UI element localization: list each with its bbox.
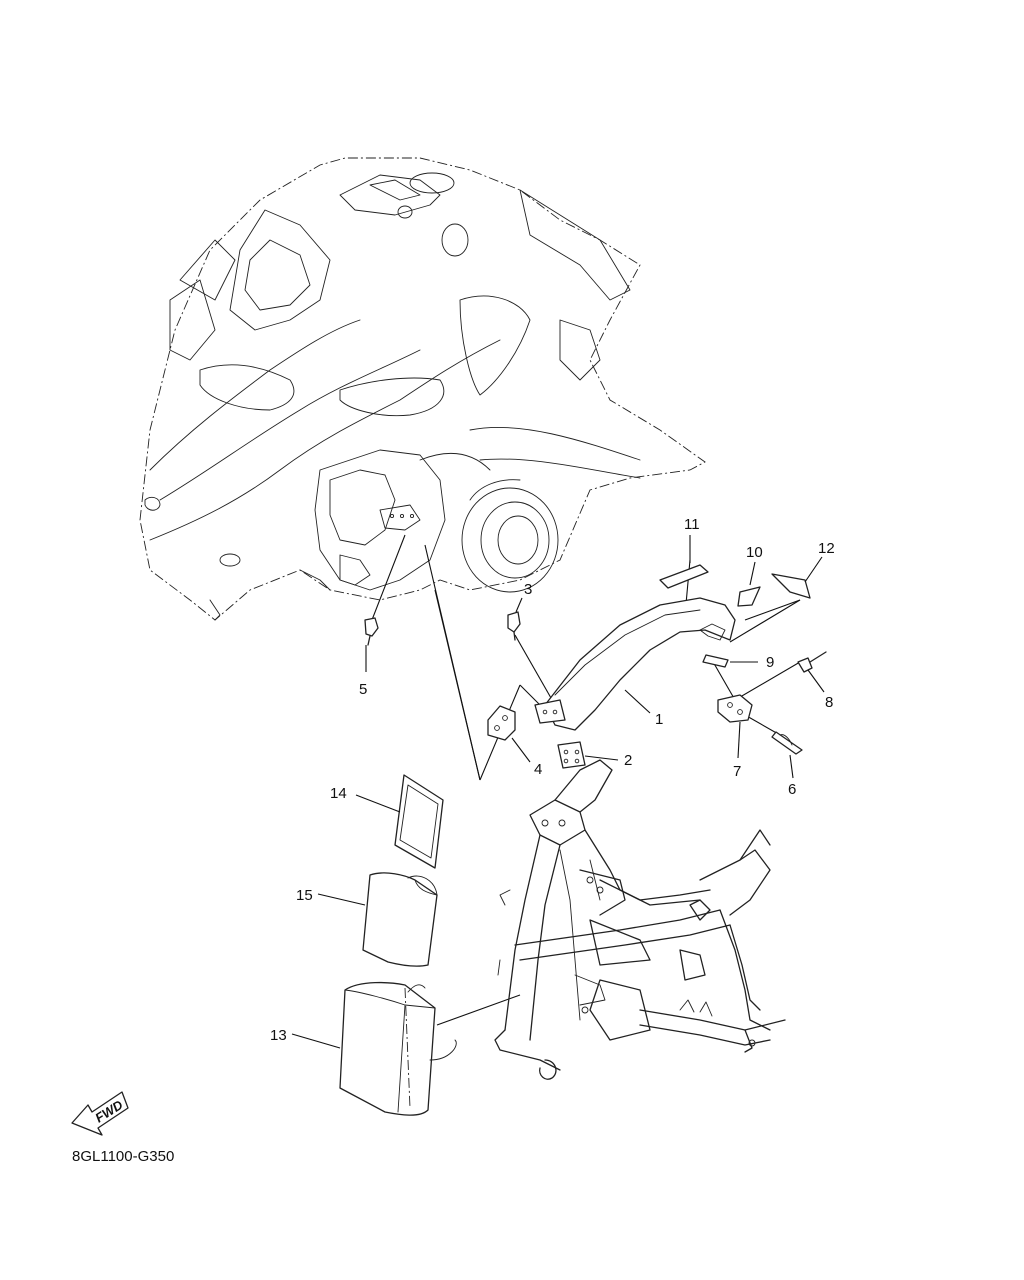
diagram-code: 8GL1100-G350 [72,1148,174,1165]
part-6-clip [771,731,803,779]
part-8-screw [797,651,827,693]
callout-labels: 1 2 3 4 5 6 7 8 9 10 11 12 13 14 15 [270,516,835,1044]
callout-4: 4 [534,761,542,778]
assembly-leader-lines [369,534,801,1026]
part-2-plate [534,699,619,769]
callout-3: 3 [524,581,532,598]
part-15-filter-element [317,872,438,967]
part-1-fender-guard [544,597,736,731]
part-5-rivet [364,617,379,672]
part-11-decal [659,535,709,589]
callout-1: 1 [655,711,663,728]
part-12-label [771,556,823,599]
part-4-bracket [487,705,531,763]
callout-2: 2 [624,752,632,769]
callout-11: 11 [684,516,700,533]
part-14-filter [355,774,444,869]
part-10-decal [737,561,761,607]
callout-6: 6 [788,781,796,798]
hood-body-panel [139,157,706,621]
callout-8: 8 [825,694,833,711]
part-13-box [291,981,457,1116]
part-9-strip [702,654,758,668]
callout-14: 14 [330,785,347,802]
callout-12: 12 [818,540,835,557]
callout-10: 10 [746,544,763,561]
callout-13: 13 [270,1027,287,1044]
callout-5: 5 [359,681,367,698]
fwd-arrow-icon: FWD [71,1091,129,1136]
vehicle-frame [494,759,786,1080]
part-7-bracket [717,694,753,759]
part-3-rivet [507,597,523,641]
callout-7: 7 [733,763,741,780]
callout-15: 15 [296,887,313,904]
callout-9: 9 [766,654,774,671]
